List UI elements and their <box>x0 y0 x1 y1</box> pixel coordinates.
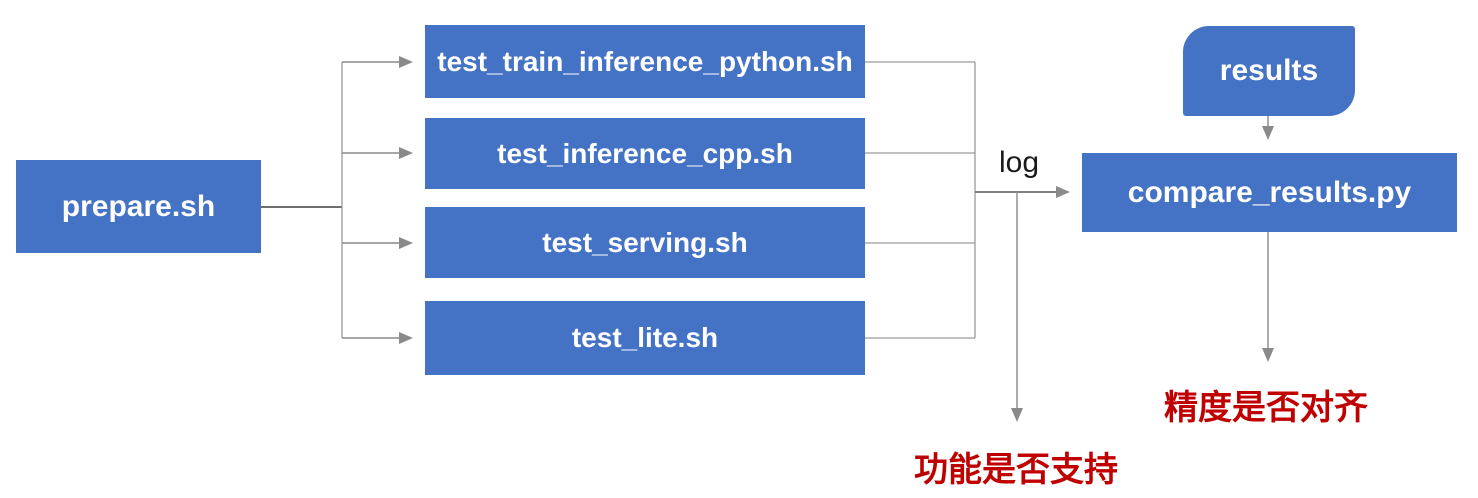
node-compare-results-py: compare_results.py <box>1082 153 1457 232</box>
node-test-serving-label: test_serving.sh <box>542 226 748 258</box>
node-results-label: results <box>1219 54 1319 87</box>
node-prepare-sh-label: prepare.sh <box>61 189 216 223</box>
node-test-inference-cpp: test_inference_cpp.sh <box>425 118 865 189</box>
node-test-train-inference-python-label: test_train_inference_python.sh <box>437 45 853 77</box>
annotation-precision-aligned: 精度是否对齐 <box>1164 389 1368 427</box>
node-prepare-sh: prepare.sh <box>16 160 261 253</box>
node-test-train-inference-python: test_train_inference_python.sh <box>425 25 865 98</box>
annotation-function-support: 功能是否支持 <box>914 451 1118 489</box>
node-compare-results-py-label: compare_results.py <box>1127 175 1412 209</box>
node-test-serving: test_serving.sh <box>425 207 865 278</box>
node-test-inference-cpp-label: test_inference_cpp.sh <box>497 137 793 169</box>
edge-label-log: log <box>998 146 1040 179</box>
node-results: results <box>1183 26 1355 116</box>
node-test-lite: test_lite.sh <box>425 301 865 375</box>
node-test-lite-label: test_lite.sh <box>571 322 719 353</box>
